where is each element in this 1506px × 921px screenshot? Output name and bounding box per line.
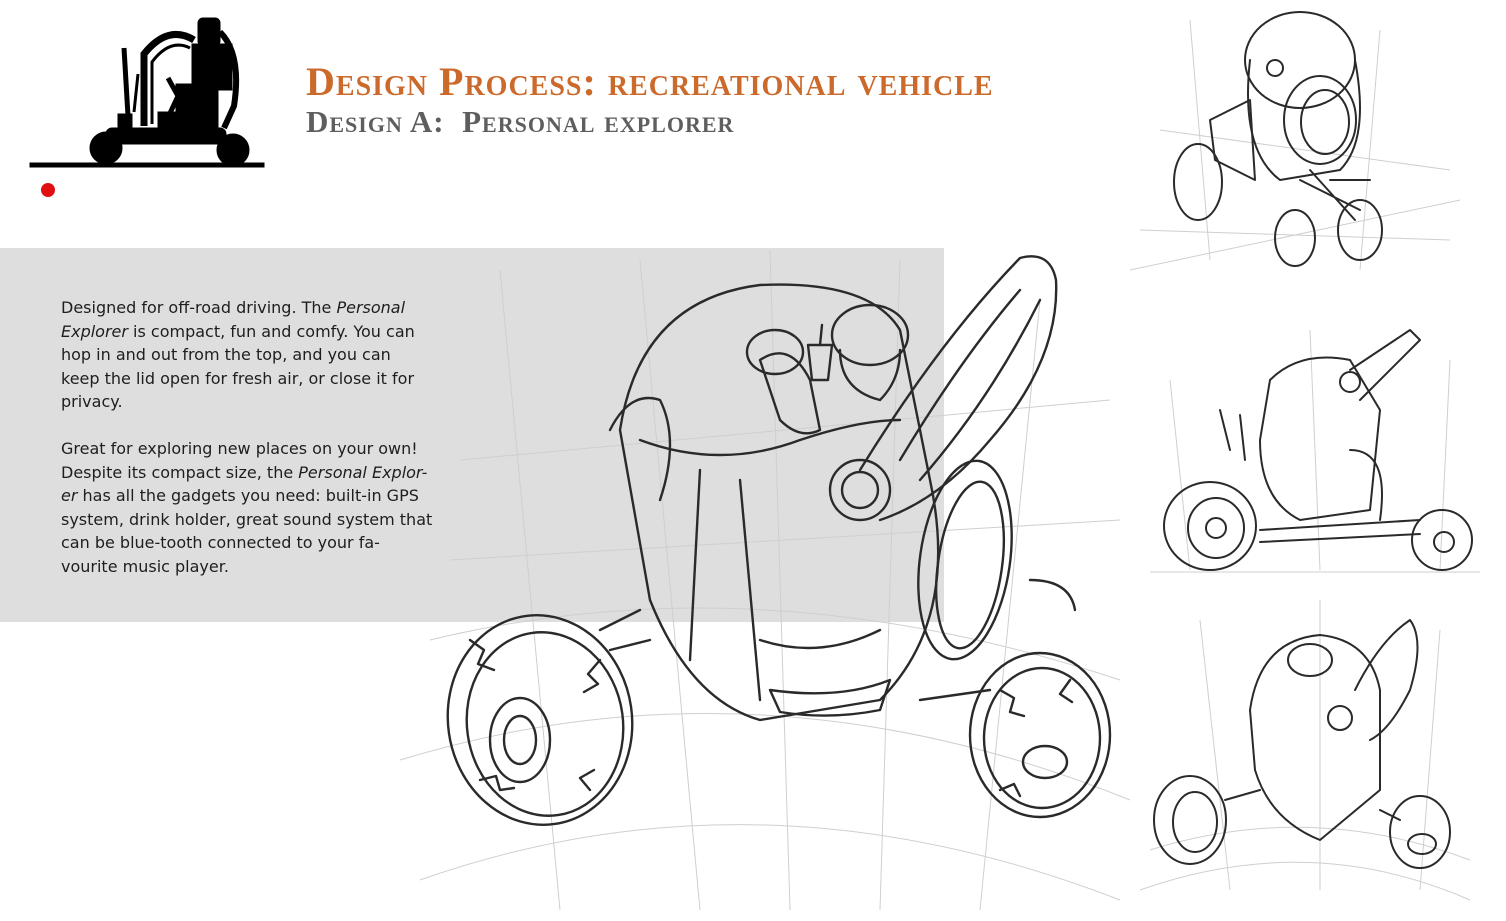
page-subtitle: Design A: Personal explorer (306, 104, 735, 139)
thumbnail-sketch-middle (1150, 329, 1480, 573)
vehicle-silhouette-icon (29, 17, 265, 168)
description-paragraph-1: Designed for off-road driving. The Perso… (61, 298, 415, 411)
page-title: Design Process: recreational vehicle (306, 59, 994, 104)
description-paragraph-2: Great for exploring new places on your o… (61, 439, 433, 576)
thumbnail-sketch-top (1129, 11, 1461, 271)
description-text: Designed for off-road driving. The Perso… (61, 296, 433, 602)
thumbnail-sketch-bottom (1139, 600, 1471, 901)
red-dot-marker (41, 183, 55, 197)
description-panel (0, 248, 944, 622)
